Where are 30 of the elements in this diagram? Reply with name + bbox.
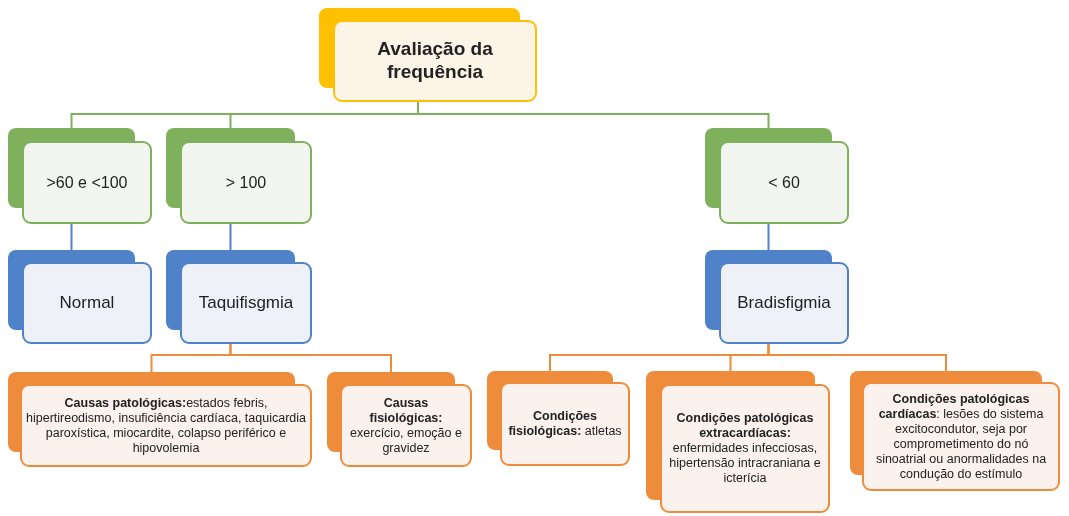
- node-box: [660, 384, 830, 513]
- connector-line: [229, 343, 392, 373]
- node-label: > 100: [225, 172, 267, 193]
- node-label: Bradisfigmia: [737, 292, 831, 314]
- node-box: [180, 262, 312, 344]
- node-label: Condições patológicas extracardíacas: enfermidades infecciosas, hipertensão intracraniana e icterícia: [668, 411, 822, 486]
- node-label: >60 e <100: [46, 172, 128, 193]
- node-label: Causas fisiológicas: exercício, emoção e gravidez: [349, 395, 463, 456]
- node-label: < 60: [768, 172, 800, 193]
- node-box: [340, 384, 472, 467]
- node-box: [333, 20, 537, 102]
- connector-line: [767, 343, 947, 372]
- node-label: Causas patológicas:estados febris, hipertireodismo, insuficiência cardíaca, taquicardia paroxística, miocardite, colapso periférico e hipovolemia: [26, 395, 306, 456]
- node-box: [22, 141, 152, 224]
- node-box: [719, 262, 849, 344]
- connector-line: [70, 223, 73, 251]
- node-box: [180, 141, 312, 224]
- node-box: [22, 262, 152, 344]
- node-label: Taquifisgmia: [198, 292, 294, 314]
- connector-line: [417, 101, 770, 129]
- connector-line: [229, 223, 232, 251]
- connector-line: [767, 223, 770, 251]
- node-box: [862, 382, 1060, 491]
- node-label: Condições patológicas cardíacas: lesões do sistema excitocondutor, seja por comprometimento do nó sinoatrial ou anormalidades na condução do estímulo: [874, 391, 1048, 482]
- node-box: [719, 141, 849, 224]
- node-label: Condições fisiológicas: atletas: [507, 409, 623, 439]
- node-label: Normal: [59, 292, 115, 314]
- node-box: [500, 382, 630, 466]
- node-box: [20, 384, 312, 467]
- node-label: Avaliação da frequência: [376, 38, 494, 84]
